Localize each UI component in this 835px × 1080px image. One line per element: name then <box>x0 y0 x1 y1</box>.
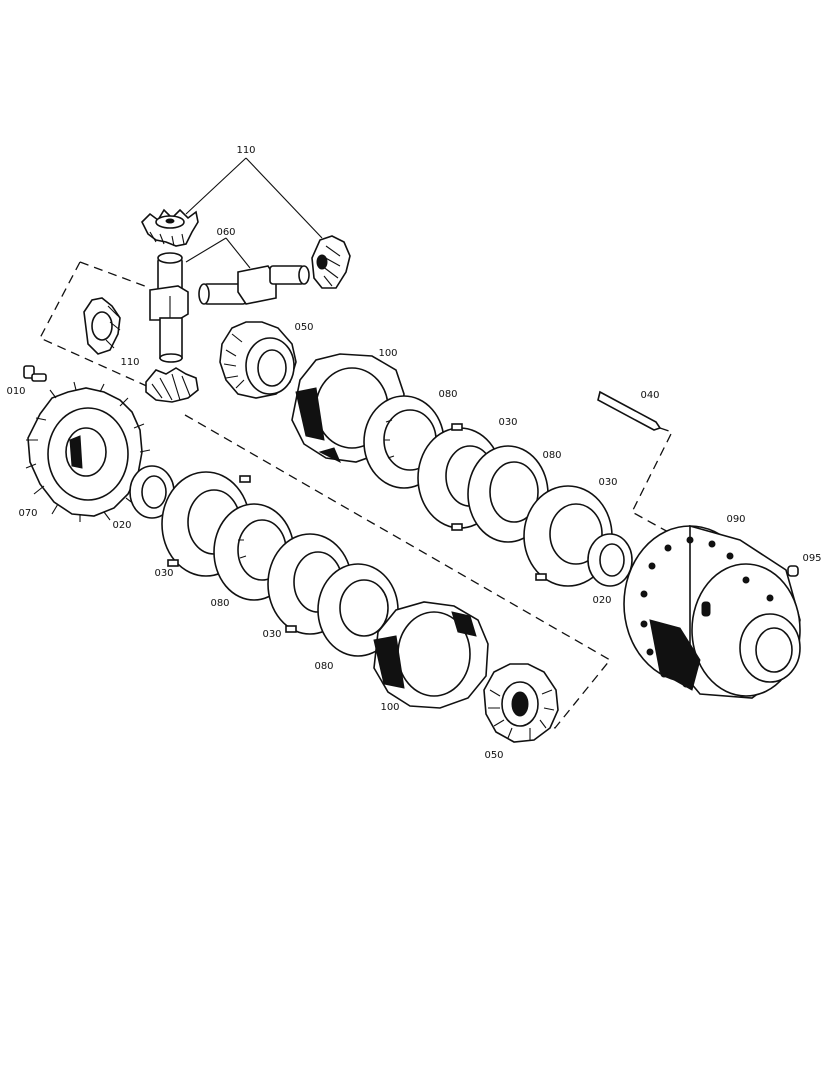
side-gear-050-bottom <box>483 663 559 743</box>
bolt-010 <box>23 365 47 382</box>
label-070: 070 <box>18 508 37 519</box>
spider-gear-110-top <box>141 208 199 247</box>
shim-washer-020-left <box>129 465 175 519</box>
plug-095 <box>787 565 799 577</box>
part-labels: 110 060 050 100 110 010 080 030 040 080 … <box>6 145 821 761</box>
label-030-c: 030 <box>154 568 173 579</box>
cross-shaft-060-horizontal <box>198 265 310 305</box>
pin-040 <box>597 390 662 431</box>
label-095: 095 <box>802 553 821 564</box>
label-080-b: 080 <box>542 450 561 461</box>
spider-gear-110-left <box>83 297 121 355</box>
side-gear-050-top <box>219 321 297 399</box>
label-090: 090 <box>726 514 745 525</box>
label-050-top: 050 <box>294 322 313 333</box>
pressure-ring-100-bottom <box>373 601 489 709</box>
differential-housing-090 <box>623 524 801 699</box>
label-030-b: 030 <box>598 477 617 488</box>
shim-washer-020-right <box>587 533 633 587</box>
label-060: 060 <box>216 227 235 238</box>
label-030-d: 030 <box>262 629 281 640</box>
label-020-left: 020 <box>112 520 131 531</box>
label-020-right: 020 <box>592 595 611 606</box>
label-110-bottom: 110 <box>120 357 139 368</box>
cross-shaft-060-vertical <box>149 252 189 363</box>
label-040: 040 <box>640 390 659 401</box>
label-100-bottom: 100 <box>380 702 399 713</box>
label-030-a: 030 <box>498 417 517 428</box>
spider-gear-110-bottom <box>145 367 199 403</box>
label-050-bottom: 050 <box>484 750 503 761</box>
label-010: 010 <box>6 386 25 397</box>
spider-gear-110-right <box>311 235 351 289</box>
label-080-c: 080 <box>210 598 229 609</box>
label-110-top: 110 <box>236 145 255 156</box>
housing-bolt-holes <box>640 536 774 688</box>
label-080-d: 080 <box>314 661 333 672</box>
label-100-top: 100 <box>378 348 397 359</box>
label-080-a: 080 <box>438 389 457 400</box>
crown-gear-070 <box>25 381 151 522</box>
